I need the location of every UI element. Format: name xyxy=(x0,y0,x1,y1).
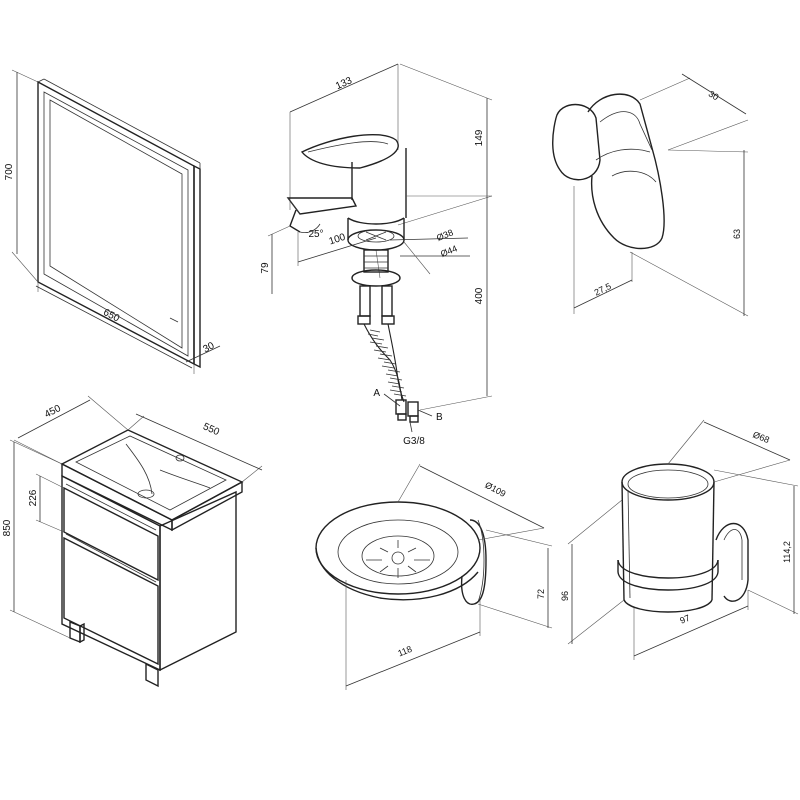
mirror-drawing: 700 650 30 xyxy=(4,69,221,374)
cabinet-height-label: 850 xyxy=(2,519,13,536)
faucet-hose-length-label: 400 xyxy=(474,287,485,304)
cabinet-width-label: 550 xyxy=(201,421,221,438)
hook-depth-label: 30 xyxy=(707,89,721,103)
soap-dish-drawing: Ø109 72 118 xyxy=(315,463,553,690)
tumbler-body-height-label: 96 xyxy=(560,591,570,601)
soap-dish-height-label: 72 xyxy=(536,589,546,599)
tumbler-drawing: Ø68 114,2 96 97 xyxy=(560,419,799,660)
faucet-angle-label: 25° xyxy=(308,229,323,240)
faucet-length-label: 133 xyxy=(334,75,354,92)
hook-height-label: 63 xyxy=(732,229,742,239)
faucet-reach-label: 100 xyxy=(328,232,348,248)
hook-width-label: 27,5 xyxy=(593,281,613,298)
mirror-height-label: 700 xyxy=(4,163,15,180)
connection-a-label: A xyxy=(373,388,380,399)
soap-dish-length-label: 118 xyxy=(396,644,413,659)
thread-size-label: G3/8 xyxy=(403,436,425,447)
tumbler-diameter-label: Ø68 xyxy=(751,429,771,445)
tumbler-height-label: 114,2 xyxy=(782,541,792,563)
faucet-drawing: 133 149 25° 100 79 xyxy=(260,63,493,447)
tumbler-depth-label: 97 xyxy=(678,613,691,626)
hook-drawing: 30 63 27,5 xyxy=(552,73,749,317)
drawer-height-label: 226 xyxy=(28,489,39,506)
cabinet-drawing: 450 550 850 226 xyxy=(2,395,263,688)
cabinet-depth-label: 450 xyxy=(43,403,63,421)
faucet-mount-height-label: 79 xyxy=(260,262,271,274)
mirror-depth-label: 30 xyxy=(201,340,216,355)
soap-dish-diameter-label: Ø109 xyxy=(483,480,507,499)
faucet-base-diameter-label: Ø38 xyxy=(435,227,455,243)
faucet-flange-diameter-label: Ø44 xyxy=(439,243,459,259)
connection-b-label: B xyxy=(436,412,443,423)
faucet-height-label: 149 xyxy=(474,129,485,146)
